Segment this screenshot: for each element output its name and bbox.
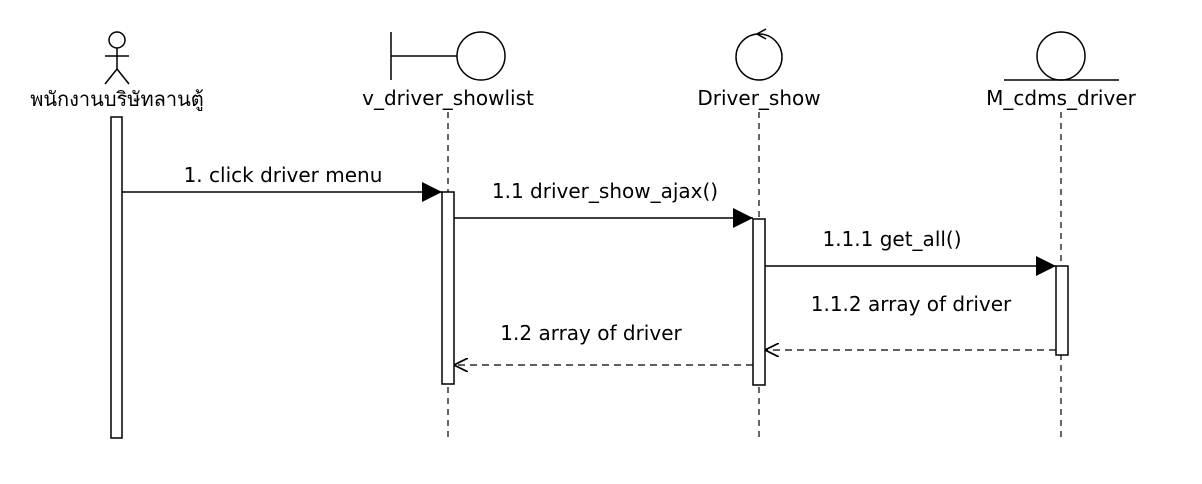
message-1-1-2-label: 1.1.2 array of driver bbox=[811, 292, 1012, 316]
message-1: 1. click driver menu bbox=[122, 163, 442, 202]
entity-activation-bar bbox=[1055, 265, 1069, 356]
control-label: Driver_show bbox=[697, 86, 820, 110]
actor-participant: พนักงานบริษัทลานตู้ bbox=[30, 31, 204, 439]
entity-participant: M_cdms_driver bbox=[986, 31, 1137, 438]
boundary-participant: v_driver_showlist bbox=[362, 31, 534, 438]
actor-icon bbox=[104, 31, 130, 85]
message-1-2: 1.2 array of driver bbox=[454, 321, 753, 365]
message-1-1: 1.1 driver_show_ajax() bbox=[454, 179, 753, 228]
message-1-1-1: 1.1.1 get_all() bbox=[765, 227, 1056, 276]
control-participant: Driver_show bbox=[697, 28, 821, 438]
boundary-activation-bar bbox=[441, 191, 455, 385]
message-1-label: 1. click driver menu bbox=[184, 163, 383, 187]
actor-activation-bar bbox=[110, 116, 123, 439]
control-activation-bar bbox=[752, 218, 766, 386]
entity-label: M_cdms_driver bbox=[986, 86, 1136, 110]
boundary-label: v_driver_showlist bbox=[362, 86, 534, 110]
message-1-1-label: 1.1 driver_show_ajax() bbox=[492, 179, 718, 203]
actor-label: พนักงานบริษัทลานตู้ bbox=[30, 87, 204, 112]
message-1-1-1-label: 1.1.1 get_all() bbox=[822, 227, 961, 251]
message-1-1-2: 1.1.2 array of driver bbox=[765, 292, 1056, 350]
entity-icon bbox=[1004, 31, 1119, 81]
boundary-icon bbox=[390, 31, 506, 81]
message-1-2-label: 1.2 array of driver bbox=[500, 321, 682, 345]
control-icon bbox=[735, 28, 783, 81]
